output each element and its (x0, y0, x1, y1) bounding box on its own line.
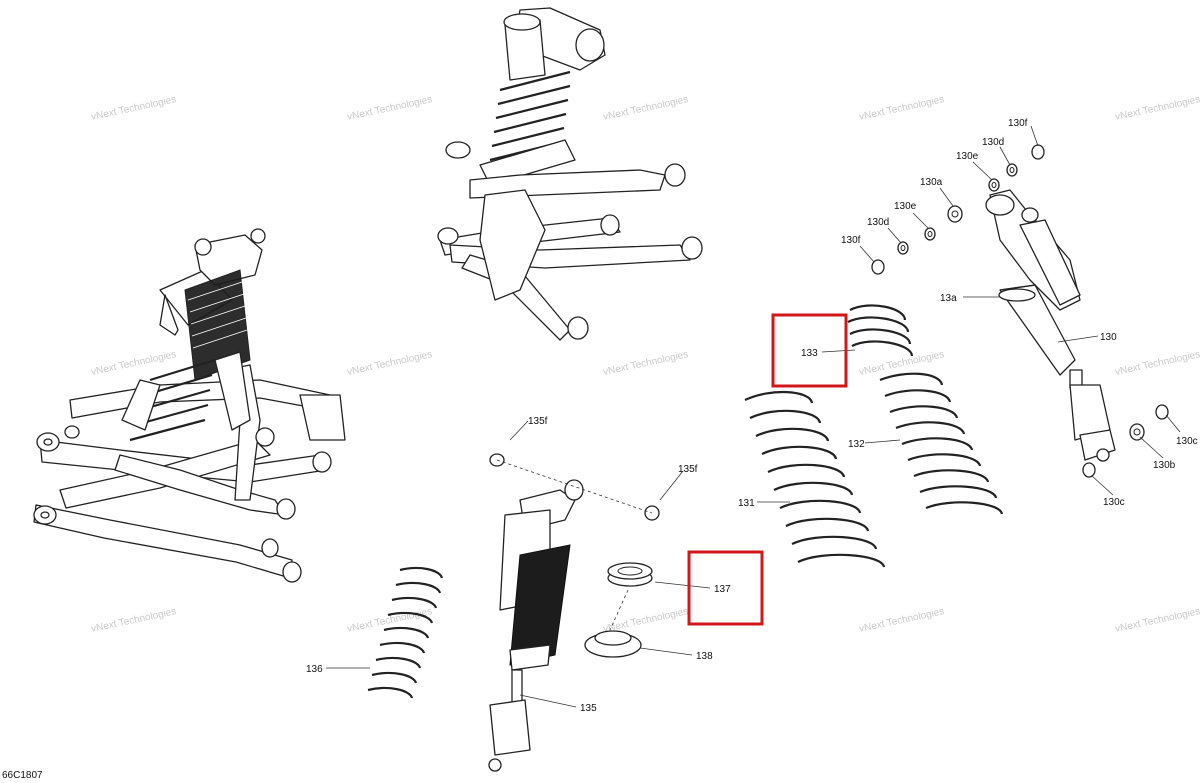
callout-130: 130 (1100, 332, 1117, 343)
callout-135: 135 (580, 703, 597, 714)
callout-133: 133 (801, 348, 818, 359)
leader-lines (326, 125, 1181, 708)
left-assembly-coil (129, 269, 251, 442)
callout-130e: 130e (894, 201, 917, 212)
callout-135f: 135f (528, 416, 548, 427)
watermark: vNext Technologies (346, 94, 433, 123)
callout-138: 138 (696, 651, 713, 662)
watermark: vNext Technologies (602, 94, 689, 123)
watermark: vNext Technologies (90, 606, 177, 635)
callout-130a: 130a (920, 177, 943, 188)
top-center-suspension-assembly (437, 7, 703, 341)
highlight-box-133[interactable] (771, 313, 848, 388)
callout-130d: 130d (982, 137, 1004, 148)
spring-136 (367, 566, 444, 699)
watermark: vNext Technologies (1114, 349, 1200, 378)
watermark: vNext Technologies (1114, 606, 1200, 635)
callout-130c: 130c (1103, 497, 1125, 508)
spring-131 (744, 390, 886, 568)
watermark: vNext Technologies (858, 94, 945, 123)
watermark: vNext Technologies (90, 94, 177, 123)
spring-132 (879, 372, 1004, 515)
callout-labels: 130f 130d 130e 130a 130e 130d 130f 13a 1… (306, 118, 1198, 714)
callout-130f: 130f (1008, 118, 1028, 129)
part-138 (584, 589, 642, 658)
left-suspension-assembly (33, 228, 346, 583)
callout-130c: 130c (1176, 436, 1198, 447)
callout-137: 137 (714, 584, 731, 595)
callout-132: 132 (848, 439, 865, 450)
shock-135-assembly (488, 453, 660, 772)
watermark: vNext Technologies (90, 349, 177, 378)
watermark: vNext Technologies (602, 349, 689, 378)
part-137 (607, 562, 653, 587)
highlight-box-137[interactable] (687, 550, 764, 626)
callout-130e: 130e (956, 151, 979, 162)
callout-130b: 130b (1153, 460, 1176, 471)
callout-135f: 135f (678, 464, 698, 475)
watermark: vNext Technologies (1114, 94, 1200, 123)
watermark: vNext Technologies (858, 606, 945, 635)
callout-13a: 13a (940, 293, 957, 304)
shock-130-assembly (871, 144, 1169, 478)
callout-130d: 130d (867, 217, 889, 228)
spring-133 (847, 304, 914, 357)
watermark: vNext Technologies (346, 349, 433, 378)
diagram-code: 66C1807 (2, 770, 43, 781)
callout-130f: 130f (841, 235, 861, 246)
callout-131: 131 (738, 498, 755, 509)
callout-136: 136 (306, 664, 323, 675)
